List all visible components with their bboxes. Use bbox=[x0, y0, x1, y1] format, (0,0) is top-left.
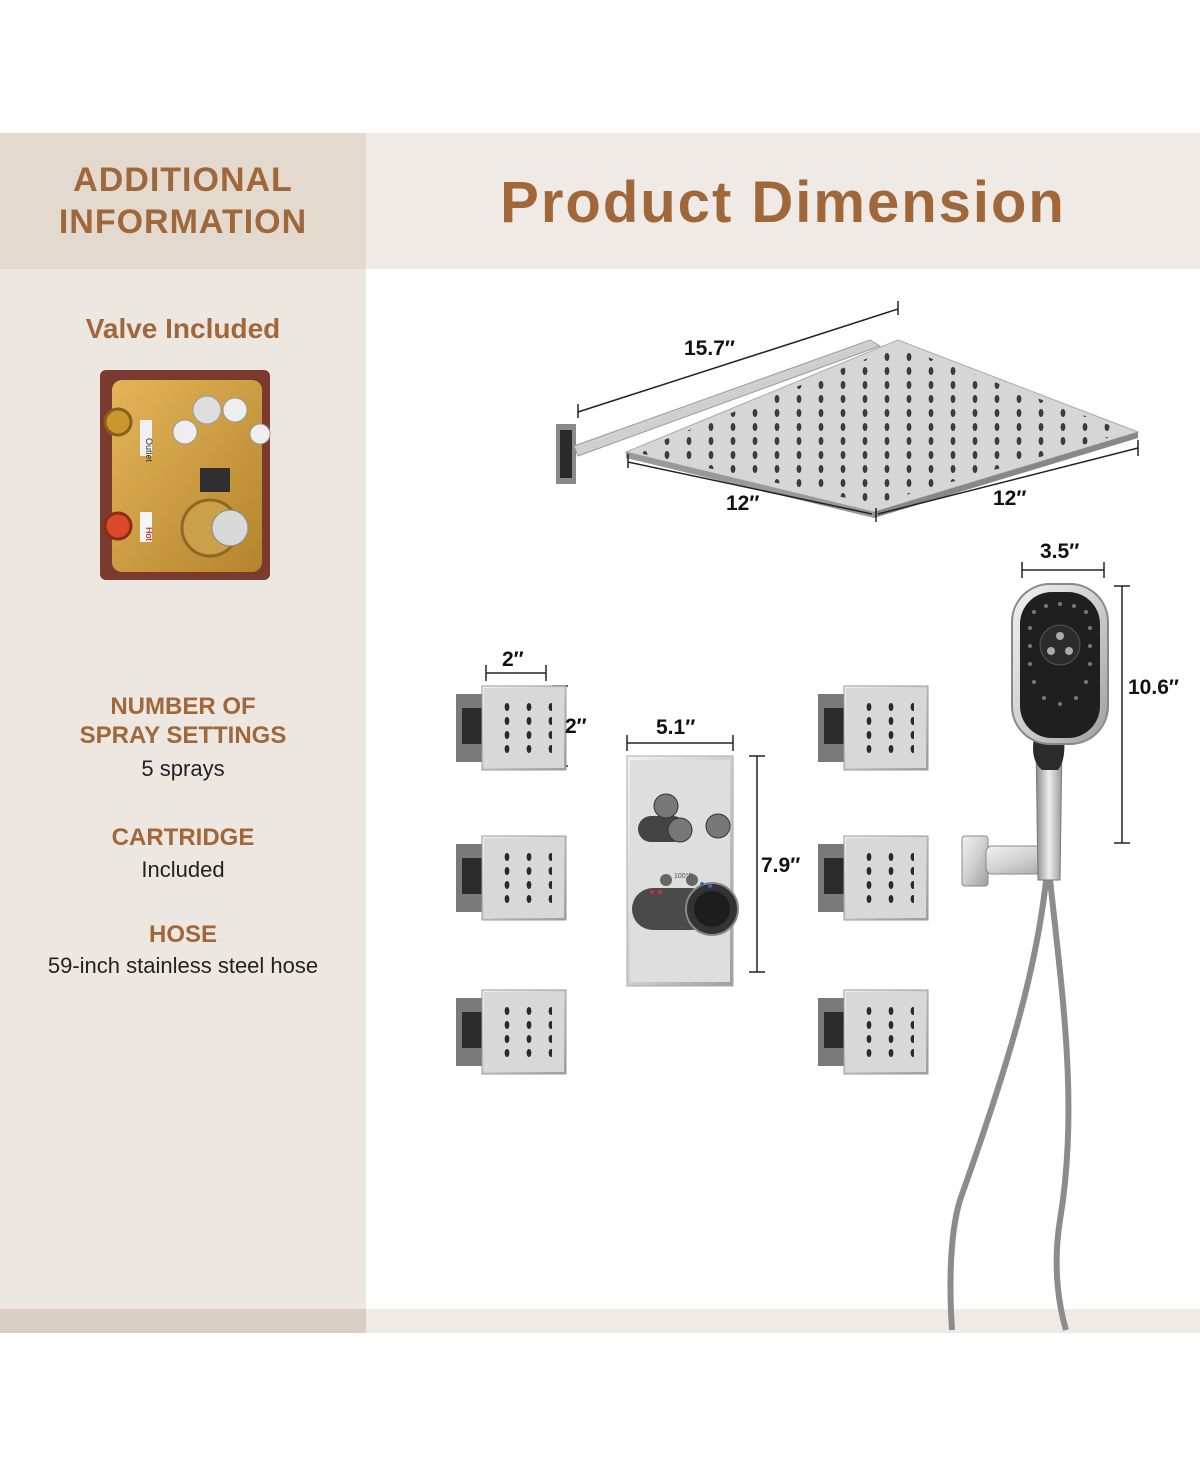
valve-dial-mark: 100°F bbox=[674, 872, 693, 880]
hose-value: 59-inch stainless steel hose bbox=[47, 953, 319, 978]
valve-box-image: Outlet Hot bbox=[100, 370, 271, 580]
rain-shower-head bbox=[556, 339, 1140, 518]
bottom-strip-left bbox=[0, 1309, 366, 1333]
body-jet-4 bbox=[817, 685, 929, 771]
body-jet-3 bbox=[455, 989, 567, 1075]
handheld-shower bbox=[947, 583, 1109, 1331]
valve-height-label: 7.9″ bbox=[761, 854, 801, 877]
jet-width-label: 2″ bbox=[502, 648, 524, 671]
spray-settings-heading-1: NUMBER OF bbox=[110, 693, 256, 720]
body-jet-1 bbox=[455, 685, 567, 771]
body-jet-6 bbox=[817, 989, 929, 1075]
header-line-2: INFORMATION bbox=[58, 203, 308, 241]
page-title: Product Dimension bbox=[500, 169, 1066, 235]
head-width-label: 12″ bbox=[726, 492, 760, 515]
valve-included-title: Valve Included bbox=[85, 313, 281, 344]
spray-settings-value: 5 sprays bbox=[141, 756, 225, 781]
head-depth-label: 12″ bbox=[993, 487, 1027, 510]
thermostatic-valve-trim: 100°F bbox=[626, 755, 739, 987]
body-jet-5 bbox=[817, 835, 929, 921]
header-line-1: ADDITIONAL bbox=[73, 161, 293, 199]
handheld-width-label: 3.5″ bbox=[1040, 540, 1080, 563]
body-jet-2 bbox=[455, 835, 567, 921]
arm-length-label: 15.7″ bbox=[684, 337, 735, 360]
product-dimension-header: Product Dimension bbox=[366, 133, 1200, 269]
cartridge-heading: CARTRIDGE bbox=[111, 824, 255, 851]
jet-height-label: 2″ bbox=[565, 715, 587, 738]
handheld-length-label: 10.6″ bbox=[1128, 676, 1179, 699]
valve-outlet-label: Outlet bbox=[144, 438, 154, 463]
hose-heading: HOSE bbox=[148, 921, 217, 948]
valve-hot-label: Hot bbox=[144, 527, 154, 542]
spray-settings-heading-2: SPRAY SETTINGS bbox=[79, 722, 287, 749]
cartridge-value: Included bbox=[141, 857, 225, 882]
additional-info-header: ADDITIONAL INFORMATION bbox=[0, 133, 366, 269]
valve-width-label: 5.1″ bbox=[656, 716, 696, 739]
